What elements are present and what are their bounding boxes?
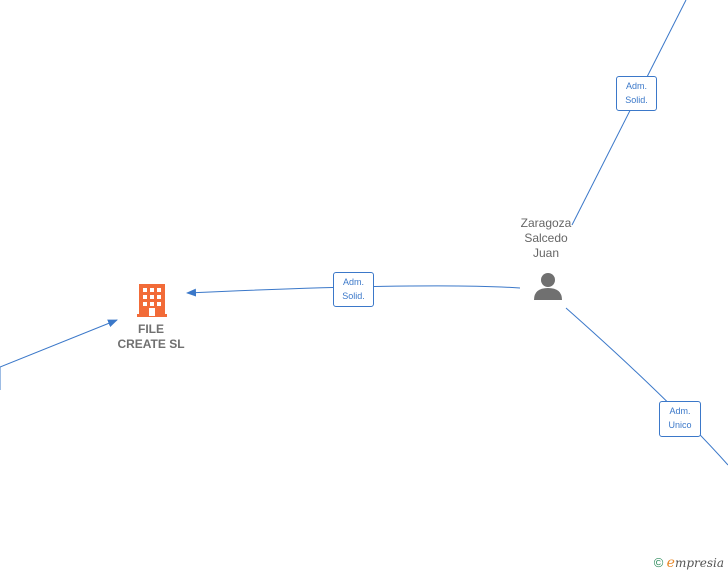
brand-initial: e <box>666 555 675 571</box>
edge-label-top-right: Adm. Solid. <box>616 76 657 111</box>
brand-name: mpresia <box>674 556 724 570</box>
edge-label-bottom-right: Adm. Unico <box>659 401 701 437</box>
person-name-label[interactable]: Zaragoza Salcedo Juan <box>520 216 572 260</box>
edge-label-person-company: Adm. Solid. <box>333 272 374 307</box>
edge-person-to-company <box>186 285 521 297</box>
edge-person-to-top-right <box>571 0 687 226</box>
copyright-icon: © <box>653 555 664 570</box>
company-name-label[interactable]: FILE CREATE SL <box>117 322 185 351</box>
edge-left-to-company <box>0 319 118 368</box>
brand-watermark: © empresia <box>654 555 724 571</box>
edge-person-to-bottom-right <box>565 307 728 466</box>
person-icon[interactable] <box>534 273 562 300</box>
building-icon[interactable] <box>137 284 167 317</box>
